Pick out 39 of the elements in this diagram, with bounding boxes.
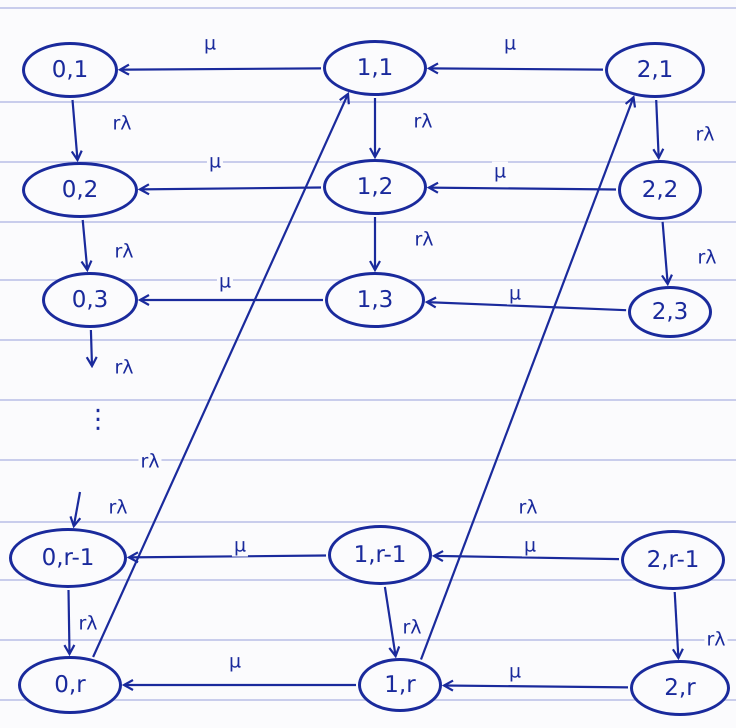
arrow [384, 586, 400, 658]
state-label: 1,r [384, 672, 416, 698]
state-label: 0,2 [62, 177, 98, 203]
arrow [652, 100, 664, 160]
state-label: 2,r-1 [646, 547, 700, 573]
state-label: 1,1 [356, 55, 394, 81]
state-label: 0,3 [72, 287, 108, 313]
state-label: 0,r-1 [42, 545, 94, 571]
state-label: 2,1 [636, 57, 674, 83]
state-label: 1,2 [356, 174, 394, 200]
arrow [63, 590, 76, 656]
state-label: 0,1 [52, 57, 88, 83]
arrow [432, 550, 620, 562]
arrow [428, 182, 616, 194]
state-label: 2,3 [652, 299, 688, 325]
arrow [86, 330, 98, 368]
arrow [420, 96, 636, 660]
arrow [660, 222, 674, 286]
arrow [368, 217, 382, 272]
state-label: 2,r [664, 675, 696, 701]
arrow [138, 183, 322, 196]
arrow [128, 551, 326, 564]
state-label: 2,2 [642, 177, 678, 203]
arrow [138, 294, 323, 306]
arrow [92, 92, 350, 658]
arrow [426, 296, 626, 312]
state-label: 1,3 [356, 287, 394, 313]
arrow [70, 100, 83, 162]
arrow [80, 220, 93, 272]
arrow [368, 98, 382, 158]
arrow [69, 492, 82, 528]
arrow [118, 64, 321, 76]
arrow [672, 592, 684, 660]
state-label: 1,r-1 [354, 542, 406, 568]
arrow [122, 678, 356, 692]
arrow [442, 680, 628, 692]
arrow [428, 62, 603, 75]
edge-label: μ [492, 162, 508, 182]
state-label: 0,r [54, 672, 86, 698]
